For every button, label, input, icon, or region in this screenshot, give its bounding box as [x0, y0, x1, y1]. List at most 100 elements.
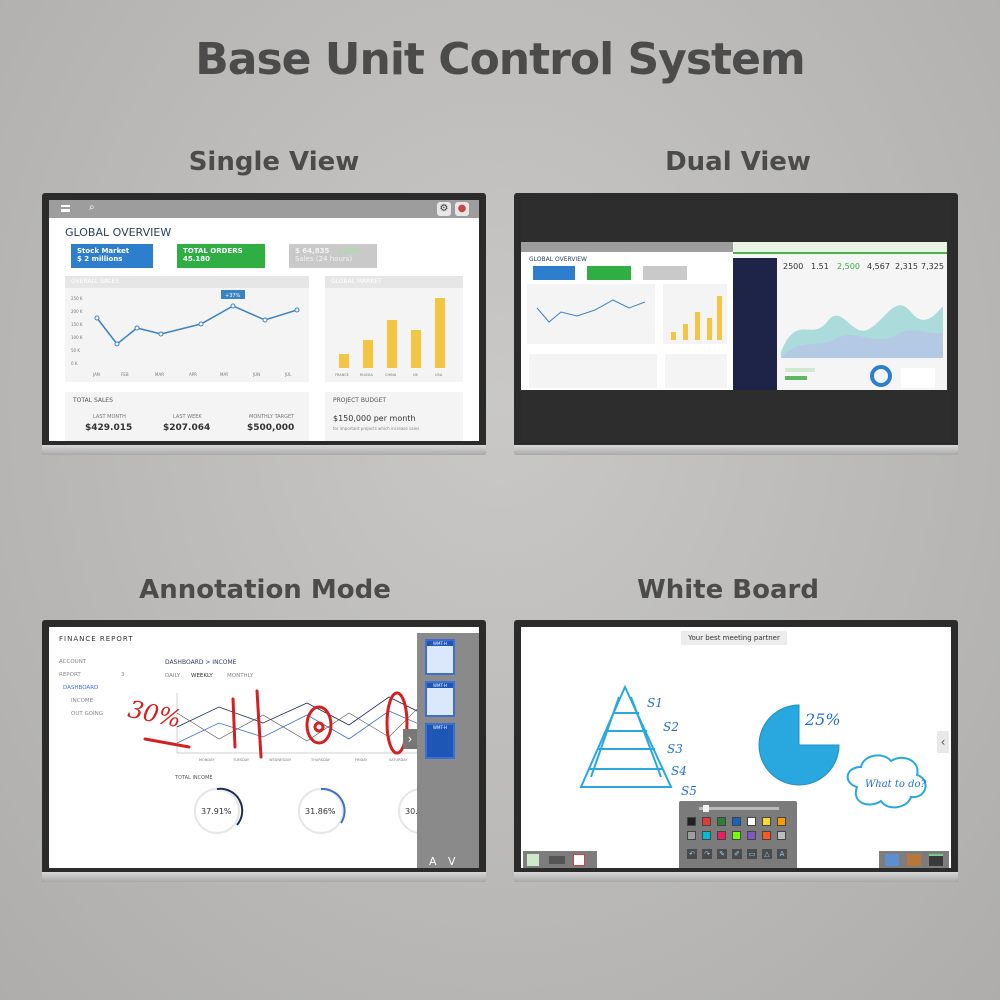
single-view-screen: ⌕ ⚙ ● GLOBAL OVERVIEW Stock Market $ 2 m…: [49, 200, 479, 441]
bar: [411, 330, 421, 368]
data-point: [158, 331, 164, 337]
nav-out-going[interactable]: OUT GOING: [71, 711, 104, 717]
bar-label: UK: [413, 373, 419, 377]
income-pct-3: 30.23%: [405, 807, 419, 816]
color-swatch[interactable]: [777, 831, 786, 840]
stat-number: 7,325: [921, 262, 944, 271]
peak-tag: [221, 290, 245, 299]
budget-panel: [665, 354, 727, 388]
tab-monthly[interactable]: MONTHLY: [227, 673, 254, 679]
palette-icon[interactable]: ●: [455, 202, 469, 216]
color-swatch[interactable]: [747, 831, 756, 840]
color-swatch[interactable]: [762, 817, 771, 826]
nav-report[interactable]: REPORT: [59, 672, 81, 678]
color-swatch[interactable]: [777, 817, 786, 826]
slider-handle[interactable]: [703, 805, 709, 812]
line-chart: 250 K 200 K 150 K 100 K 50 K 0 K JAN FEB…: [71, 290, 300, 377]
color-swatch[interactable]: [687, 831, 696, 840]
undo-icon[interactable]: ↶: [687, 849, 697, 859]
global-market-panel: GLOBAL MARKET FRANCE RUSSIA CHINA UK USA: [325, 276, 463, 382]
menu-icon[interactable]: [929, 854, 943, 866]
overall-sales-panel: OVERALL SALES 250 K 200 K 150 K 100 K 50…: [65, 276, 309, 382]
color-swatch[interactable]: [702, 817, 711, 826]
breadcrumb: DASHBOARD > INCOME: [165, 659, 237, 666]
report-title: FINANCE REPORT: [59, 635, 134, 643]
bar-label: FRANCE: [335, 373, 349, 377]
thumb-label: WMT-H: [427, 683, 453, 688]
pen-size-slider[interactable]: [699, 807, 779, 810]
bottom-right-toolbar: [879, 851, 949, 868]
whiteboard-screen[interactable]: Your best meeting partner S1 S2 S3 S4 S5…: [521, 627, 951, 868]
color-swatch[interactable]: [702, 831, 711, 840]
search-icon[interactable]: ⌕: [89, 202, 95, 213]
right-pane: 2500 1.51 2,500 4,567 2,315 7,325: [733, 242, 947, 390]
nav-dashboard[interactable]: DASHBOARD: [63, 685, 99, 691]
total-sales-panel: TOTAL SALES LAST MONTH $429.015 LAST WEE…: [65, 392, 309, 441]
redo-icon[interactable]: ↷: [702, 849, 712, 859]
tab-weekly[interactable]: WEEKLY: [191, 673, 213, 679]
folder-icon[interactable]: [907, 854, 921, 866]
add-page-icon[interactable]: [573, 854, 585, 866]
thumbnail-icon[interactable]: [527, 854, 539, 866]
eraser-icon[interactable]: ▭: [747, 849, 757, 859]
slide-thumbnail[interactable]: WMT-H: [425, 681, 455, 717]
gear-icon[interactable]: ⚙: [437, 202, 451, 216]
color-swatch[interactable]: [732, 831, 741, 840]
peak-label: +37%: [225, 293, 241, 299]
highlighter-icon[interactable]: ✐: [732, 849, 742, 859]
text-icon[interactable]: A: [777, 849, 787, 859]
stat-number: 4,567: [867, 262, 890, 271]
color-swatch[interactable]: [732, 817, 741, 826]
color-swatch[interactable]: [717, 831, 726, 840]
dashboard-heading: GLOBAL OVERVIEW: [529, 256, 587, 263]
shape-icon[interactable]: △: [762, 849, 772, 859]
annotation-canvas[interactable]: MONDAY TUESDAY WEDNESDAY THURSDAY FRIDAY…: [49, 627, 419, 868]
kpi-card: [533, 266, 575, 280]
x-tick: JUL: [284, 372, 292, 377]
color-swatch[interactable]: [747, 817, 756, 826]
y-tick: 0 K: [71, 361, 78, 366]
slide-thumbnail[interactable]: WMT-H: [425, 639, 455, 675]
thumb-label: WMT-H: [433, 725, 447, 730]
page-indicator[interactable]: [549, 856, 565, 864]
data-point: [94, 315, 100, 321]
whiteboard-canvas[interactable]: S1 S2 S3 S4 S5 25% What to do?: [521, 627, 951, 868]
bottom-controls[interactable]: A V: [429, 855, 460, 868]
kpi-value: 45.180: [183, 255, 211, 263]
bezel: [514, 872, 958, 882]
kpi-sub: Sales (24 hours): [295, 255, 353, 263]
last-month-label: LAST MONTH: [93, 414, 126, 420]
collapse-arrow-icon[interactable]: ›: [403, 729, 417, 749]
kpi-card: [643, 266, 687, 280]
single-view-label: Single View: [188, 147, 360, 177]
bezel: [514, 445, 958, 455]
budget-value: $150,000 per month: [333, 414, 416, 423]
chevron-left-icon[interactable]: ‹: [937, 731, 949, 753]
data-point: [134, 325, 140, 331]
dashboard-heading: GLOBAL OVERVIEW: [65, 226, 172, 239]
y-tick: 250 K: [71, 296, 83, 301]
nav-account[interactable]: ACCOUNT: [59, 659, 87, 665]
stat-number: 2,315: [895, 262, 918, 271]
x-tick: MAR: [155, 372, 164, 377]
bubble-text: What to do?: [865, 779, 927, 790]
stat-number: 2,500: [837, 262, 860, 271]
pen-icon[interactable]: ✎: [717, 849, 727, 859]
color-swatch[interactable]: [687, 817, 696, 826]
color-swatch[interactable]: [717, 817, 726, 826]
day-label: SATURDAY: [389, 758, 408, 762]
slide-thumbnail[interactable]: WMT-H: [425, 723, 455, 759]
total-orders-card: TOTAL ORDERS 45.180: [177, 244, 265, 268]
menu-icon[interactable]: [61, 205, 70, 212]
data-point: [114, 341, 120, 347]
day-label: FRIDAY: [355, 758, 368, 762]
nav-income[interactable]: INCOME: [71, 698, 94, 704]
tab-daily[interactable]: DAILY: [165, 673, 181, 679]
data-point: [294, 307, 300, 313]
save-icon[interactable]: [885, 854, 899, 866]
color-swatch[interactable]: [762, 831, 771, 840]
sales-card: $ 64,835 +21% Sales (24 hours): [289, 244, 377, 268]
kpi-title: Stock Market: [77, 247, 130, 255]
bar: [387, 320, 397, 368]
day-label: THURSDAY: [310, 758, 331, 762]
